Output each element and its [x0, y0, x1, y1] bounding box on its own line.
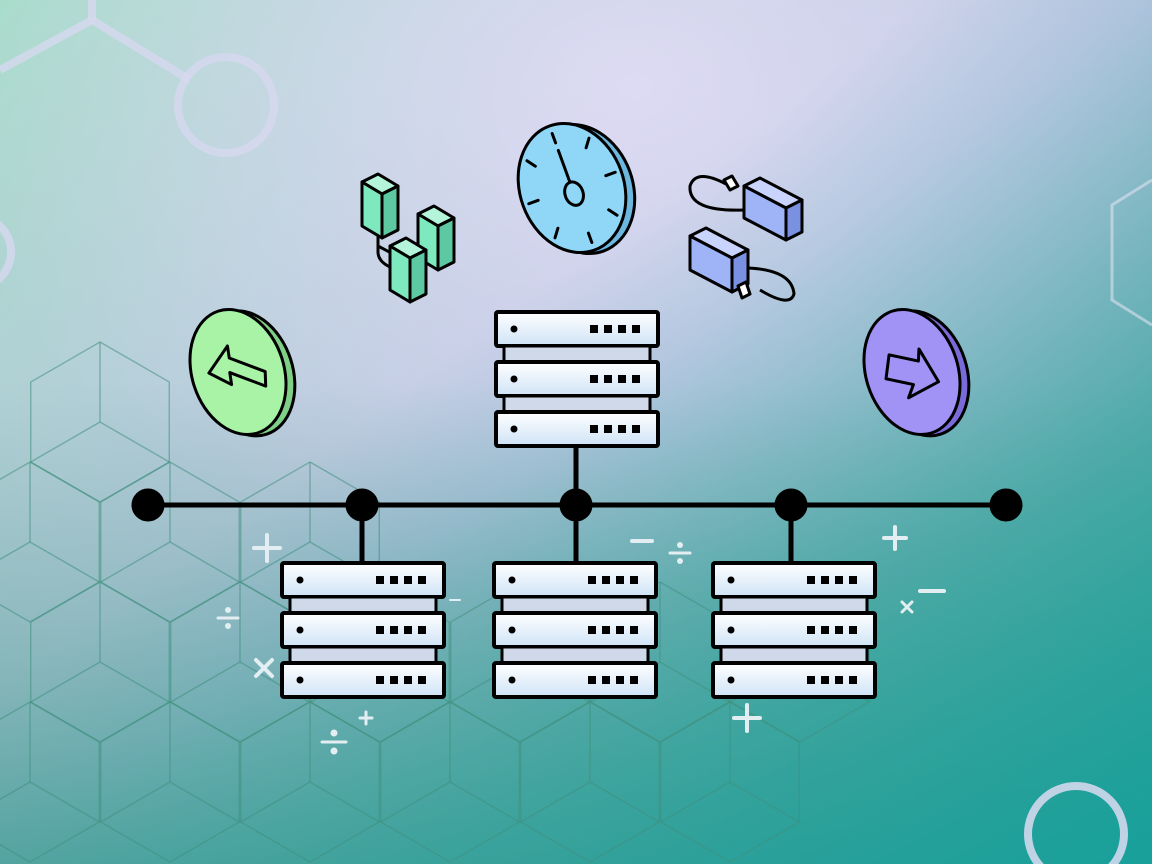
ring-decoration-bottom-right — [1024, 782, 1128, 864]
server-unit — [494, 310, 660, 348]
network-bus — [131, 440, 1023, 568]
times-icon — [254, 658, 274, 678]
plus-icon — [732, 703, 762, 733]
server-unit — [711, 611, 877, 649]
server-unit — [280, 661, 446, 699]
times-icon — [900, 600, 914, 614]
server-unit — [492, 661, 658, 699]
divide-icon — [320, 729, 348, 755]
server-rack-icon — [280, 561, 446, 699]
clock-icon — [516, 121, 637, 256]
server-rack-icon — [492, 561, 658, 699]
molecule-decoration — [0, 0, 278, 284]
bus-node — [345, 488, 379, 522]
server-unit — [280, 611, 446, 649]
bus-node — [559, 488, 593, 522]
server-unit — [494, 360, 660, 398]
bus-node — [989, 488, 1023, 522]
divide-icon — [216, 607, 240, 629]
bus-node — [131, 488, 165, 522]
plus-icon — [358, 710, 374, 726]
cable-connection-icon — [688, 174, 804, 302]
math-symbols-decoration — [216, 525, 946, 755]
server-unit — [492, 611, 658, 649]
server-unit — [494, 410, 660, 448]
server-unit — [711, 561, 877, 599]
server-racks — [280, 310, 877, 699]
server-unit — [492, 561, 658, 599]
server-rack-icon — [711, 561, 877, 699]
arrow-up-left-icon — [188, 307, 297, 438]
bus-node — [774, 488, 808, 522]
server-rack-icon — [494, 310, 660, 448]
arrow-down-right-icon — [862, 307, 971, 438]
plus-icon — [252, 533, 282, 563]
node-cluster-icon — [360, 172, 456, 304]
divide-icon — [668, 542, 692, 564]
plus-icon — [882, 525, 908, 551]
hexagon-outline-decoration — [1110, 178, 1152, 327]
server-unit — [711, 661, 877, 699]
server-unit — [280, 561, 446, 599]
